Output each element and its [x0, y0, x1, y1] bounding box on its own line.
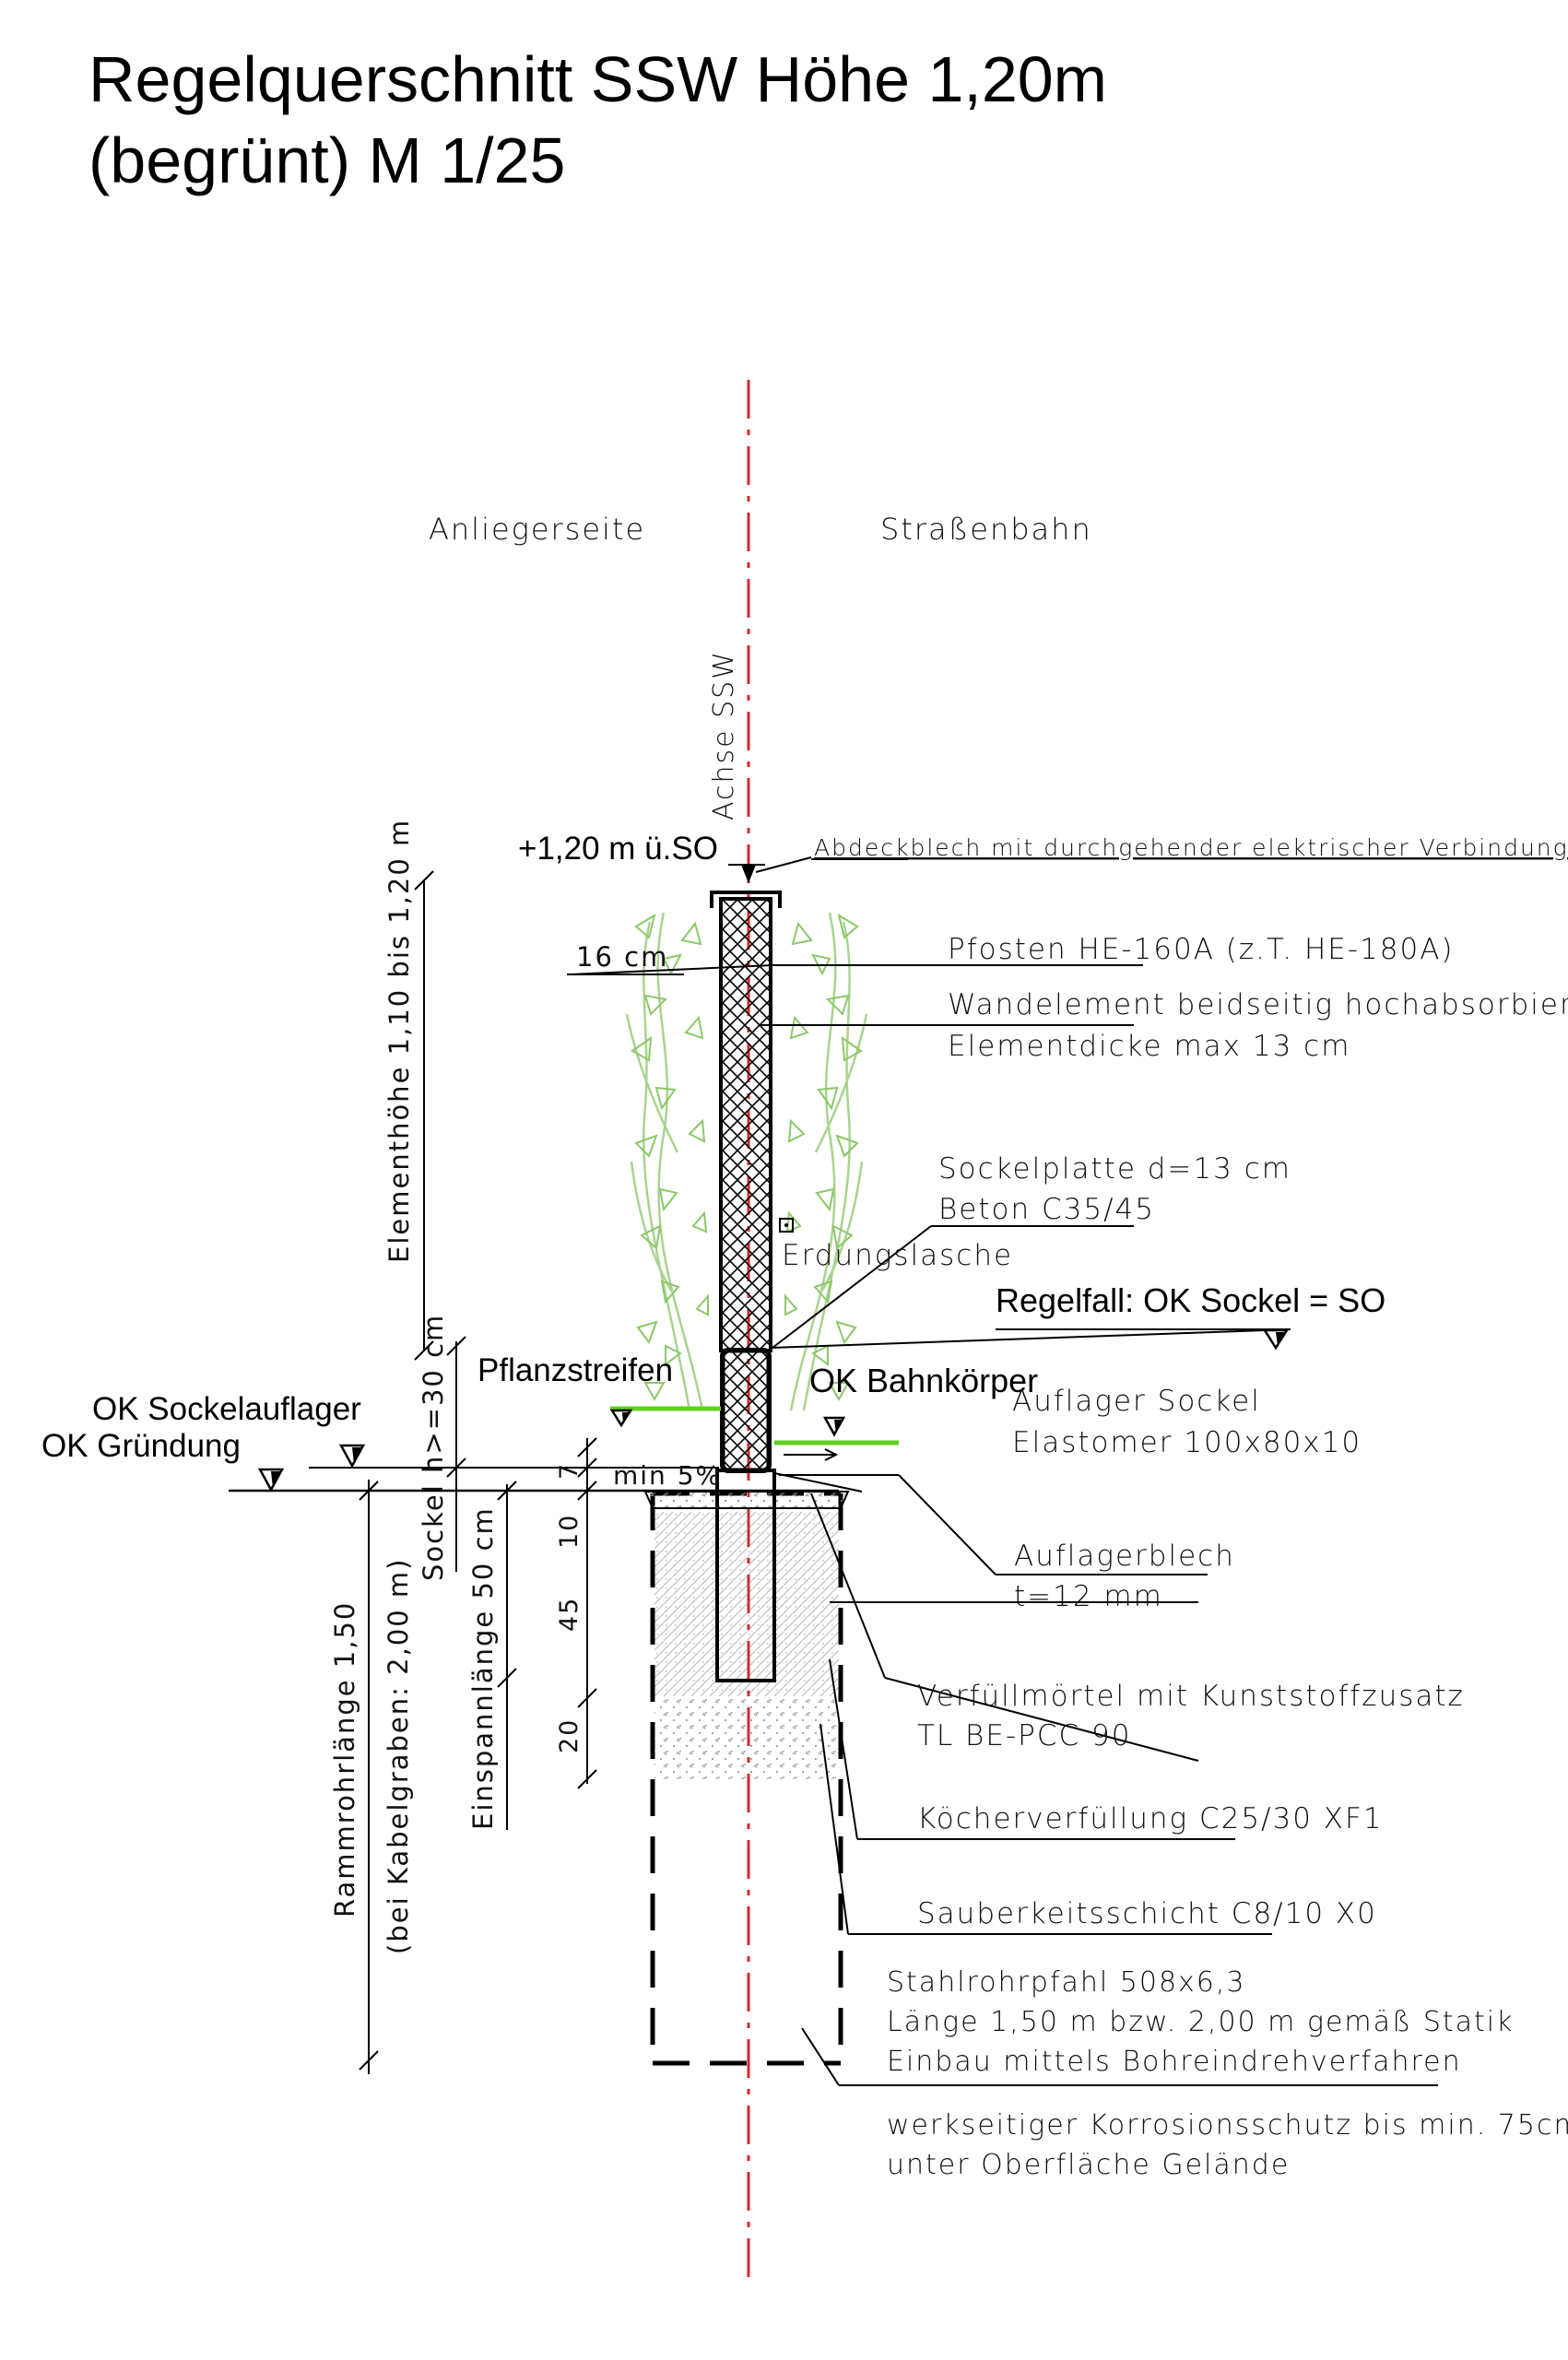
annotation-pfahl-3: Einbau mittels Bohreindrehverfahren [887, 2046, 1462, 2078]
dim-rammrohr-1: Rammrohrlänge 1,50 [329, 1601, 360, 1918]
socket-plate [720, 1348, 772, 1473]
dim-einspann: Einspannlänge 50 cm [467, 1506, 499, 1830]
annotation-koecher: Köcherverfüllung C25/30 XF1 [917, 1802, 1384, 1835]
annotation-abdeckblech: Abdeckblech mit durchgehender elektrisch… [814, 834, 1568, 861]
side-label-left: Anliegerseite [429, 512, 645, 547]
level-regelfall: Regelfall: OK Sockel = SO [996, 1281, 1385, 1319]
annotation-korrosion-2: unter Oberfläche Gelände [887, 2149, 1290, 2181]
annotation-verfuell-2: TL BE-PCC 90 [917, 1719, 1131, 1752]
grounding-tab [779, 1218, 794, 1233]
axis-label: Achse SSW [708, 650, 740, 820]
plant-right [784, 912, 868, 1411]
level-top: +1,20 m ü.SO [518, 831, 718, 867]
annotation-pfosten: Pfosten HE-160A (z.T. HE-180A) [948, 933, 1455, 966]
dim-7: 7 [555, 1462, 584, 1480]
annotation-auflager-2: Elastomer 100x80x10 [1012, 1426, 1362, 1459]
level-gruendung: OK Gründung [41, 1428, 241, 1464]
dimension-lines [359, 870, 597, 2074]
annotation-sockelplatte-2: Beton C35/45 [938, 1193, 1155, 1226]
top-level-marker [741, 865, 756, 883]
dim-20: 20 [555, 1718, 584, 1753]
annotation-auflagerblech-1: Auflagerblech [1014, 1540, 1235, 1573]
side-label-right: Straßenbahn [880, 512, 1092, 547]
cover-sheet [710, 891, 782, 908]
title-line-2: (begrünt) M 1/25 [88, 124, 565, 196]
dim-45: 45 [555, 1597, 584, 1632]
annotation-sauberkeit: Sauberkeitsschicht C8/10 X0 [917, 1897, 1377, 1930]
dim-width-16cm: 16 cm [576, 941, 668, 973]
title-line-1: Regelquerschnitt SSW Höhe 1,20m [88, 43, 1107, 115]
annotation-wandelement-2: Elementdicke max 13 cm [948, 1030, 1350, 1063]
annotation-wandelement-1: Wandelement beidseitig hochabsorbierend [948, 988, 1568, 1021]
annotation-korrosion-1: werkseitiger Korrosionsschutz bis min. 7… [887, 2109, 1568, 2142]
annotation-sockelplatte-1: Sockelplatte d=13 cm [938, 1152, 1291, 1186]
koecherverfuellung-zone [654, 1696, 839, 1779]
level-pflanzstreifen: Pflanzstreifen [477, 1352, 673, 1388]
dim-min5: min 5% [613, 1460, 722, 1491]
dim-rammrohr-2: (bei Kabelgraben: 2,00 m) [383, 1558, 414, 1955]
dim-10: 10 [555, 1514, 584, 1549]
annotation-pfahl-2: Länge 1,50 m bzw. 2,00 m gemäß Statik [887, 2006, 1515, 2038]
annotation-erdungslasche: Erdungslasche [782, 1239, 1013, 1272]
level-sockelauflager: OK Sockelauflager [92, 1391, 361, 1427]
annotation-auflagerblech-2: t=12 mm [1014, 1580, 1163, 1613]
leader-lines [571, 856, 1438, 2086]
dim-sockel: Sockel h>=30 cm [418, 1314, 449, 1581]
verfuellmoertel-zone [654, 1512, 839, 1696]
annotation-auflager-1: Auflager Sockel [1012, 1385, 1261, 1418]
annotation-verfuell-1: Verfüllmörtel mit Kunststoffzusatz [917, 1680, 1465, 1713]
level-bahnkoerper: OK Bahnkörper [809, 1362, 1038, 1399]
plant-left [625, 912, 709, 1411]
auflager-concrete-cap [643, 1491, 850, 1509]
dim-elementhoehe: Elementhöhe 1,10 bis 1,20 m [383, 819, 415, 1263]
annotation-pfahl-1: Stahlrohrpfahl 508x6,3 [887, 1966, 1246, 1999]
